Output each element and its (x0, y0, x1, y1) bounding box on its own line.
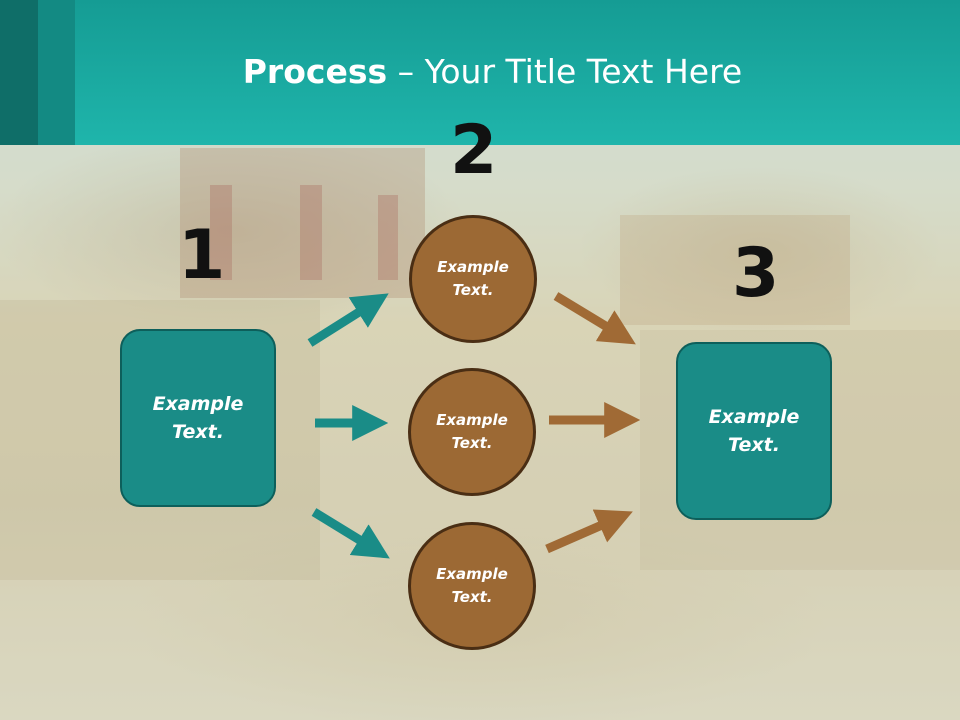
step-3-box-text: Example Text. (694, 403, 814, 460)
step-2-circle-top[interactable]: Example Text. (409, 215, 537, 343)
arrow-circle-bottom-to-box3 (547, 518, 618, 549)
step-1-box-text: Example Text. (138, 390, 258, 447)
step-number-3[interactable]: 3 (732, 240, 779, 308)
circle-bottom-text: Example Text. (427, 563, 517, 610)
step-2-circle-bottom[interactable]: Example Text. (408, 522, 536, 650)
step-number-1[interactable]: 1 (178, 222, 225, 290)
step-3-box[interactable]: Example Text. (676, 342, 832, 520)
circle-top-text: Example Text. (428, 256, 518, 303)
arrow-box1-to-circle-top (310, 302, 375, 343)
circle-middle-text: Example Text. (427, 409, 517, 456)
step-1-box[interactable]: Example Text. (120, 329, 276, 507)
arrow-circle-top-to-box3 (556, 296, 622, 336)
arrow-box1-to-circle-bottom (314, 512, 376, 550)
step-number-2[interactable]: 2 (450, 117, 497, 185)
step-2-circle-middle[interactable]: Example Text. (408, 368, 536, 496)
